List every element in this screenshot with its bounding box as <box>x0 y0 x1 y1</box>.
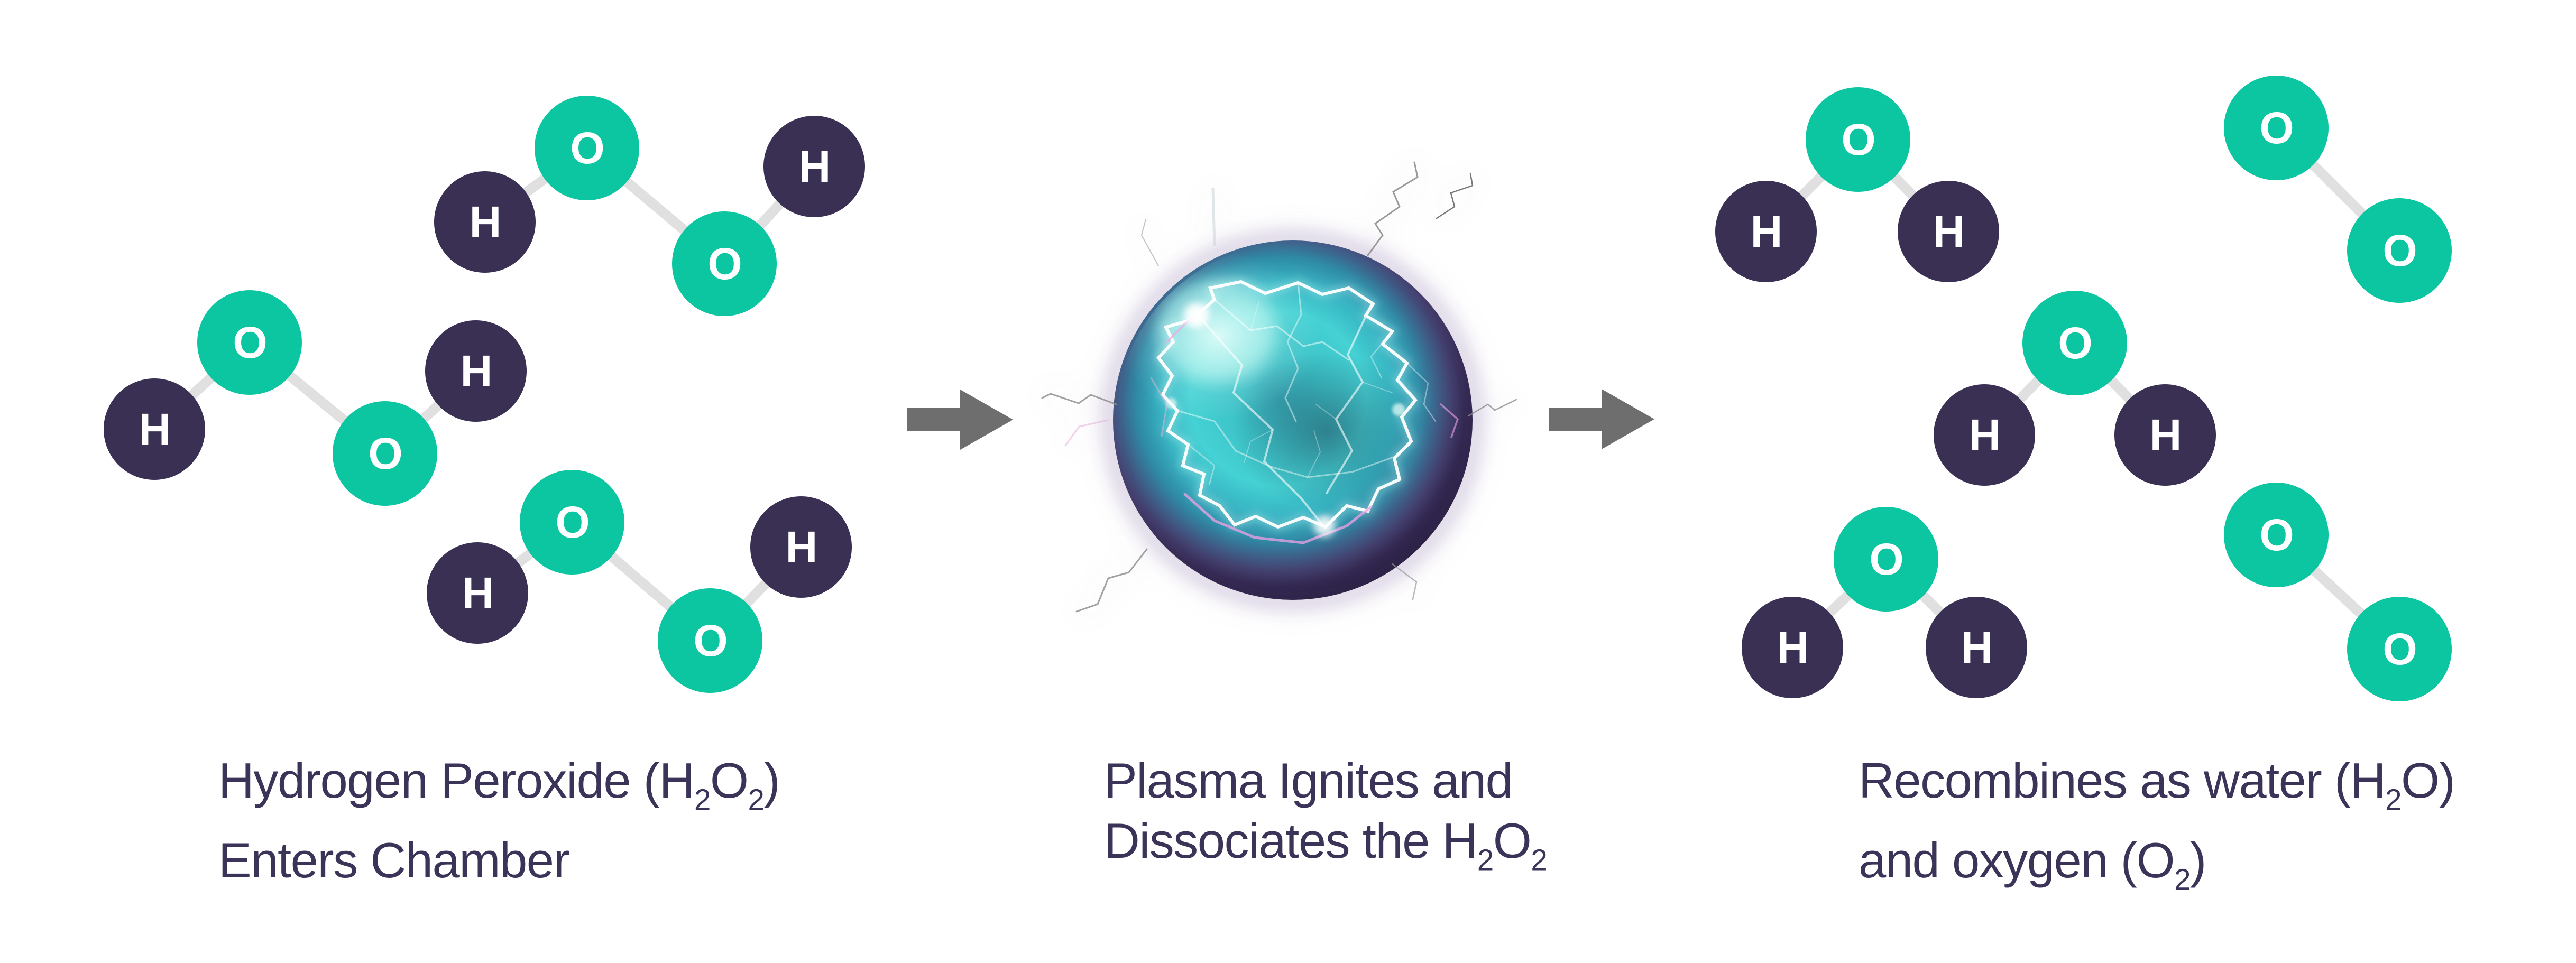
hydrogen-atom: H <box>427 542 528 644</box>
plasma-ball-image <box>1041 161 1517 613</box>
hydrogen-atom: H <box>1742 597 1843 698</box>
oxygen-atom: O <box>535 96 639 200</box>
oxygen-atom: O <box>2224 76 2329 180</box>
oxygen-atom: O <box>2022 291 2127 395</box>
oxygen-atom: O <box>658 588 762 693</box>
arrow-right-icon <box>1549 389 1654 449</box>
oxygen-atom: O <box>1806 87 1910 192</box>
hydrogen-atom: H <box>1898 181 1999 282</box>
caption-line: Enters Chamber <box>218 832 570 888</box>
oxygen-atom: O <box>333 401 437 506</box>
oxygen-atom: O <box>2224 483 2329 587</box>
caption-line: Hydrogen Peroxide (H2O2) <box>218 753 780 817</box>
hydrogen-atom: H <box>1715 181 1817 282</box>
hydrogen-atom: H <box>1926 597 2027 698</box>
oxygen-atom: O <box>2347 597 2452 701</box>
oxygen-atom: O <box>672 211 777 316</box>
oxygen-atom: O <box>2347 198 2452 303</box>
hydrogen-atom: H <box>104 378 205 480</box>
caption-line: Dissociates the H2O2 <box>1104 813 1548 877</box>
plasma-lightning <box>1118 251 1459 544</box>
hydrogen-atom: H <box>2114 384 2216 486</box>
hydrogen-atom: H <box>1934 384 2035 486</box>
oxygen-atom: O <box>197 290 302 395</box>
caption-step-3: Recombines as water (H2O) and oxygen (O2) <box>1859 751 2455 910</box>
arrow-right-icon <box>907 390 1013 450</box>
oxygen-atom: O <box>520 470 624 575</box>
hydrogen-atom: H <box>434 171 536 273</box>
oxygen-atom: O <box>1834 507 1938 612</box>
plasma-external-sparks <box>1041 161 1517 613</box>
hydrogen-atom: H <box>763 116 865 217</box>
caption-step-1: Hydrogen Peroxide (H2O2) Enters Chamber <box>218 751 780 891</box>
caption-line: and oxygen (O2) <box>1859 832 2206 896</box>
caption-line: Plasma Ignites and <box>1104 753 1513 808</box>
hydrogen-atom: H <box>750 496 852 598</box>
hydrogen-atom: H <box>425 320 527 422</box>
caption-line: Recombines as water (H2O) <box>1859 753 2455 817</box>
